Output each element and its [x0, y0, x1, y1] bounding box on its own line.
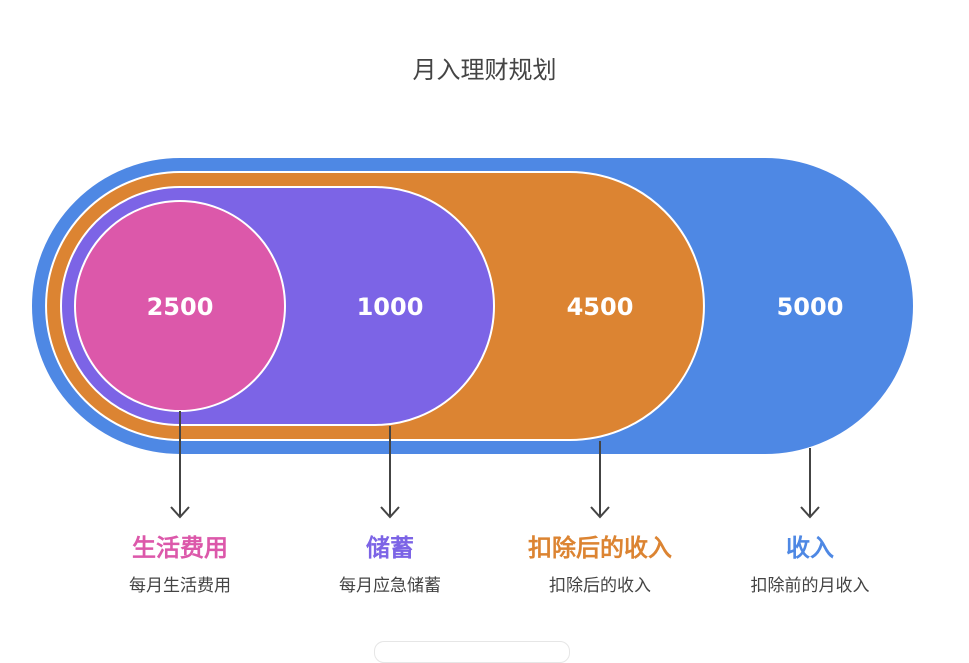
savings-label: 储蓄 每月应急储蓄 — [280, 533, 500, 597]
savings-arrow — [380, 426, 400, 519]
savings-value: 1000 — [357, 293, 424, 321]
living-value: 2500 — [147, 293, 214, 321]
footer-tab — [374, 641, 570, 663]
income-label: 收入 扣除前的月收入 — [700, 533, 920, 597]
after-deduction-label: 扣除后的收入 扣除后的收入 — [490, 533, 710, 597]
after-deduction-desc: 扣除后的收入 — [549, 576, 651, 596]
living-title: 生活费用 — [132, 534, 228, 562]
savings-desc: 每月应急储蓄 — [339, 576, 441, 596]
savings-title: 储蓄 — [366, 534, 414, 562]
nested-income-diagram: 2500 1000 4500 5000 — [30, 156, 915, 519]
after-deduction-value: 4500 — [567, 293, 634, 321]
page-title: 月入理财规划 — [412, 56, 557, 84]
income-title: 收入 — [786, 534, 834, 562]
living-label: 生活费用 每月生活费用 — [70, 533, 290, 597]
income-arrow — [800, 448, 820, 519]
living-arrow — [170, 411, 190, 519]
income-desc: 扣除前的月收入 — [750, 576, 870, 596]
after-deduction-arrow — [590, 441, 610, 519]
income-value: 5000 — [777, 293, 844, 321]
after-deduction-title: 扣除后的收入 — [528, 534, 672, 562]
living-desc: 每月生活费用 — [129, 576, 231, 596]
